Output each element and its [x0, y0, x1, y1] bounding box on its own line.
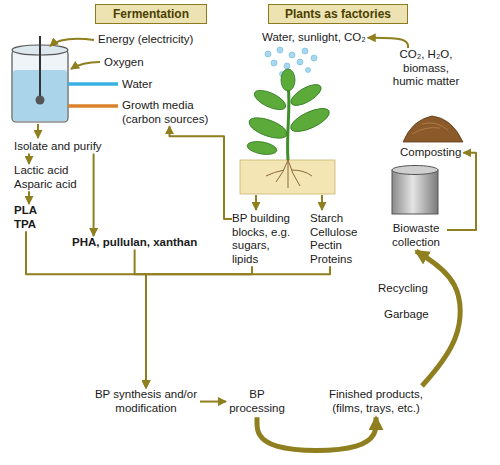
text-node: Starch Cellulose Pectin Proteins [310, 212, 365, 266]
text-node: PHA, pullulan, xanthan [72, 236, 197, 250]
node-text: Water [122, 78, 152, 92]
text-node: CO₂, H₂O, biomass, humic matter [388, 48, 464, 89]
flow-arrow [447, 153, 476, 230]
flow-arrow [368, 38, 408, 48]
text-node: Isolate and purify [14, 140, 102, 154]
flow-arrow [257, 417, 376, 450]
node-text: Composting [400, 146, 461, 160]
node-text: PLA TPA [14, 204, 44, 231]
plant-arrow [321, 195, 323, 210]
text-node: BP building blocks, e.g. sugars, lipids [232, 212, 298, 266]
oxygen-arrow [71, 62, 100, 69]
waste-bin-lid [392, 166, 438, 175]
flow-label: Garbage [384, 308, 429, 320]
flow-arrow [146, 266, 330, 388]
text-node: BP processing [226, 388, 288, 415]
node-text: PHA, pullulan, xanthan [72, 236, 197, 250]
node-text: Oxygen [104, 56, 144, 70]
soil [240, 160, 335, 194]
text-node: PLA TPA [14, 204, 44, 231]
plant-arrow [255, 195, 257, 210]
stirrer-impeller [36, 96, 45, 105]
flow-label: Recycling [378, 282, 428, 294]
text-node: BP synthesis and/or modification [92, 388, 200, 415]
header-box: Plants as factories [268, 4, 408, 24]
node-text: Energy (electricity) [98, 33, 193, 47]
waste-bin [392, 170, 438, 214]
node-text: Starch Cellulose Pectin Proteins [310, 212, 365, 266]
node-text: BP building blocks, e.g. sugars, lipids [232, 212, 298, 266]
text-node: Water [122, 78, 152, 92]
node-text: CO₂, H₂O, biomass, humic matter [388, 48, 464, 89]
flow-arrow [28, 191, 30, 204]
text-node: Growth media (carbon sources) [122, 99, 217, 126]
flow-arrow [135, 250, 146, 388]
node-text: BP synthesis and/or modification [92, 388, 200, 415]
node-text: Growth media (carbon sources) [122, 99, 217, 126]
flow-arrow [28, 154, 30, 164]
node-text: BP processing [226, 388, 288, 415]
water-pipe [68, 82, 118, 86]
flow-arrow [200, 401, 226, 403]
text-node: Energy (electricity) [98, 33, 193, 47]
node-text: Lactic acid Asparic acid [14, 164, 84, 191]
text-node: Biowaste collection [385, 222, 447, 249]
text-node: Composting [400, 146, 461, 160]
energy-arrow [50, 39, 94, 46]
flow-arrow [26, 231, 146, 388]
node-text: Biowaste collection [385, 222, 447, 249]
text-node: Lactic acid Asparic acid [14, 164, 84, 191]
node-text: Fermentation [106, 7, 196, 21]
flow-arrow [170, 126, 233, 219]
text-node: Oxygen [104, 56, 144, 70]
plant-roots [266, 160, 312, 188]
node-text: Isolate and purify [14, 140, 102, 154]
text-node: Finished products, (films, trays, etc.) [320, 388, 432, 415]
compost-pile [403, 116, 463, 142]
node-text: Water, sunlight, CO₂ [262, 31, 366, 45]
text-node: Water, sunlight, CO₂ [262, 31, 366, 45]
node-text: Plants as factories [279, 7, 397, 21]
header-box: Fermentation [95, 4, 207, 24]
plant-stem [288, 82, 289, 160]
plant-leaves [246, 69, 332, 157]
flow-arrow [93, 154, 95, 236]
media-pipe [68, 104, 118, 108]
compost-texture [412, 123, 448, 134]
node-text: Finished products, (films, trays, etc.) [320, 388, 432, 415]
product-arrow [37, 124, 39, 138]
stirrer-shaft [39, 36, 41, 100]
flow-arrow [146, 266, 252, 388]
